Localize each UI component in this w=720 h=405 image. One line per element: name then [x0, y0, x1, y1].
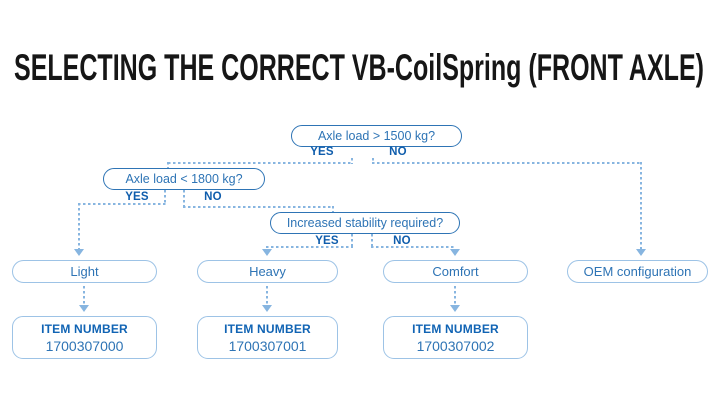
q2-yes-stub-line: [164, 190, 166, 205]
q2-no-connector-v: [332, 206, 334, 213]
heavy-item-connector: [266, 286, 268, 305]
q2-no-connector-h: [183, 206, 334, 208]
item-number-heavy: 1700307001: [228, 337, 307, 354]
q2-yes-connector-h: [78, 203, 166, 205]
question-axle-load-1800: Axle load < 1800 kg?: [103, 168, 265, 190]
arrow-to-item-0-icon: [79, 305, 89, 312]
q2-yes-label: YES: [125, 191, 149, 203]
item-box-comfort: ITEM NUMBER 1700307002: [383, 316, 528, 359]
result-oem-configuration-label: OEM configuration: [583, 264, 692, 279]
q1-no-label: NO: [389, 146, 407, 158]
item-number-comfort: 1700307002: [416, 337, 495, 354]
result-comfort: Comfort: [383, 260, 528, 283]
result-comfort-label: Comfort: [432, 264, 479, 279]
q3-yes-connector-h: [266, 246, 353, 248]
item-number-light: 1700307000: [45, 337, 124, 354]
result-light-label: Light: [70, 264, 99, 279]
result-heavy: Heavy: [197, 260, 338, 283]
item-box-heavy: ITEM NUMBER 1700307001: [197, 316, 338, 359]
light-item-connector: [83, 286, 85, 305]
question-axle-load-1500-label: Axle load > 1500 kg?: [317, 129, 436, 143]
arrow-to-heavy-icon: [262, 249, 272, 256]
q3-no-connector-h: [371, 246, 456, 248]
result-heavy-label: Heavy: [249, 264, 286, 279]
q1-no-connector-h: [372, 162, 642, 164]
question-axle-load-1500: Axle load > 1500 kg?: [291, 125, 462, 147]
q3-no-label: NO: [393, 235, 411, 247]
arrow-to-light-icon: [74, 249, 84, 256]
question-increased-stability-label: Increased stability required?: [286, 216, 444, 230]
page-title: SELECTING THE CORRECT VB-CoilSpring (FRO…: [14, 47, 704, 88]
arrow-to-comfort-icon: [450, 249, 460, 256]
result-oem-configuration: OEM configuration: [567, 260, 708, 283]
q1-yes-label: YES: [310, 146, 334, 158]
arrow-to-item-2-icon: [450, 305, 460, 312]
q2-yes-connector-v: [78, 203, 80, 249]
q3-yes-label: YES: [315, 235, 339, 247]
q2-no-label: NO: [204, 191, 222, 203]
page-title-svg: SELECTING THE CORRECT VB-CoilSpring (FRO…: [14, 47, 704, 88]
q3-yes-stub-line: [351, 234, 353, 247]
question-increased-stability: Increased stability required?: [270, 212, 460, 234]
item-heading-heavy: ITEM NUMBER: [224, 321, 311, 336]
q3-no-stub-line: [371, 234, 373, 247]
item-heading-comfort: ITEM NUMBER: [412, 321, 499, 336]
comfort-item-connector: [454, 286, 456, 305]
q1-no-stub-line: [372, 158, 374, 164]
result-light: Light: [12, 260, 157, 283]
q1-no-connector-v: [640, 162, 642, 249]
q1-yes-connector-h: [168, 162, 353, 164]
arrow-to-oem-icon: [636, 249, 646, 256]
question-axle-load-1800-label: Axle load < 1800 kg?: [125, 172, 243, 186]
item-box-light: ITEM NUMBER 1700307000: [12, 316, 157, 359]
q1-yes-connector-v: [167, 162, 169, 169]
item-heading-light: ITEM NUMBER: [41, 321, 128, 336]
q2-no-stub-line: [183, 190, 185, 207]
arrow-to-item-1-icon: [262, 305, 272, 312]
q1-yes-stub-line: [351, 158, 353, 164]
